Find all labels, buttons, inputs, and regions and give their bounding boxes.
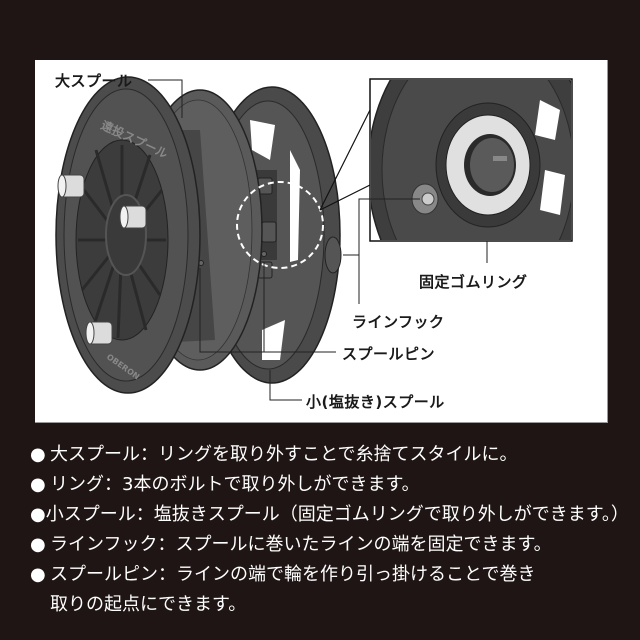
feature-notes: ● 大スプール ： リングを取り外すことで糸捨てスタイルに。 ● リング ： 3… (30, 440, 629, 620)
note-separator: ： (104, 474, 122, 495)
bullet-icon: ● (30, 474, 46, 495)
callout-lines (148, 79, 488, 401)
note-ring: ● リング ： 3本のボルトで取り外しができます。 (30, 470, 620, 500)
bullet-icon: ● (30, 534, 46, 555)
label-large-spool: 大スプール (55, 72, 133, 90)
note-term: スプールピン (50, 564, 158, 585)
note-separator: ： (158, 564, 176, 585)
bullet-icon: ● (30, 564, 46, 585)
note-term: リング (50, 474, 104, 495)
note-large-spool: ● 大スプール ： リングを取り外すことで糸捨てスタイルに。 (30, 440, 620, 470)
note-term: 大スプール (50, 444, 140, 465)
note-term: 小スプール (45, 504, 136, 525)
note-spool-pin: ● スプールピン ： ラインの端で輪を作り引っ掛けることで巻き (30, 560, 620, 590)
highlight-circle (236, 181, 324, 269)
detail-inset (369, 78, 573, 242)
note-small-spool: ● 小スプール ： 塩抜きスプール（固定ゴムリングで取り外しができます。） (30, 500, 629, 530)
note-term: ラインフック (50, 534, 158, 555)
note-spool-pin-continued: 取りの起点にできます。 (30, 590, 620, 620)
note-description: リングを取り外すことで糸捨てスタイルに。 (158, 444, 518, 465)
large-spool-illustration: 遠投スプール OBERON (55, 76, 263, 394)
note-separator: ： (140, 444, 158, 465)
label-small-spool: 小(塩抜き)スプール (306, 393, 445, 411)
note-description: 塩抜きスプール（固定ゴムリングで取り外しができます。） (153, 504, 629, 525)
note-line-hook: ● ラインフック ： スプールに巻いたラインの端を固定できます。 (30, 530, 620, 560)
note-separator: ： (135, 504, 154, 525)
label-fixing-rubber-ring: 固定ゴムリング (419, 273, 528, 291)
note-description: スプールに巻いたラインの端を固定できます。 (175, 534, 552, 555)
label-spool-pin: スプールピン (342, 345, 436, 363)
note-separator: ： (157, 534, 176, 555)
note-description: 取りの起点にできます。 (50, 594, 247, 615)
note-description: 3本のボルトで取り外しができます。 (122, 474, 420, 495)
ring-bolts (57, 174, 147, 345)
bullet-icon: ● (30, 444, 46, 465)
label-line-hook: ラインフック (352, 313, 445, 331)
bullet-icon: ● (30, 504, 46, 525)
note-description: ラインの端で輪を作り引っ掛けることで巻き (176, 564, 536, 585)
